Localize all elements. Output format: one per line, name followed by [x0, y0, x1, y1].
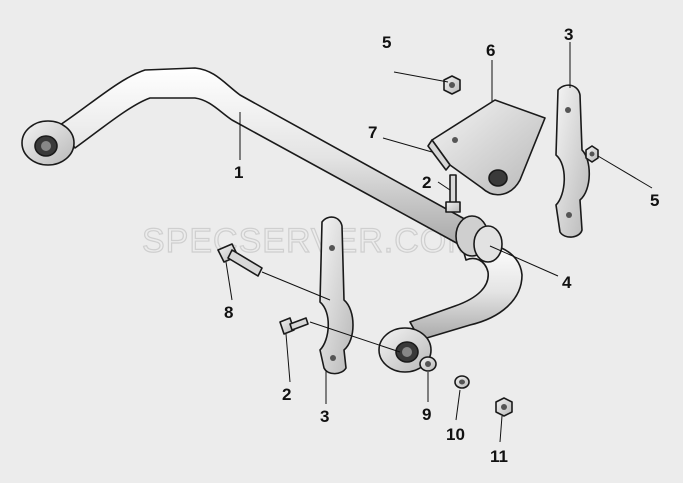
nut-upper: [443, 75, 461, 95]
callout-10: 10: [446, 425, 465, 444]
callout-8: 8: [224, 303, 233, 322]
watermark-text: SPECSERVER.COM: [142, 222, 477, 260]
callout-2-lower: 2: [282, 385, 291, 404]
nut-lower: [495, 397, 513, 417]
callout-7: 7: [368, 123, 377, 142]
callout-6: 6: [486, 41, 495, 60]
callout-5-right: 5: [650, 191, 659, 210]
callout-labels: 1 2 2 3 3 4 5 5 6 7 8 9 10 11: [224, 25, 659, 466]
bolt-lower: [279, 317, 309, 335]
long-bolt: [217, 243, 263, 277]
stabilizer-bar: [21, 67, 523, 373]
clamp-upper-right: [555, 84, 591, 238]
mounting-bracket: [427, 99, 546, 196]
callout-5-upper: 5: [382, 33, 391, 52]
washer-flat: [419, 356, 437, 372]
callout-2-upper: 2: [422, 173, 431, 192]
clamp-lower-left: [319, 216, 354, 375]
leader-lines: [225, 42, 653, 443]
callout-3-lower: 3: [320, 407, 329, 426]
callout-4: 4: [562, 273, 572, 292]
washer-spring: [454, 375, 470, 389]
bolt-upper: [445, 174, 461, 213]
callout-3-upper: 3: [564, 25, 573, 44]
callout-11: 11: [490, 447, 508, 466]
nut-right: [585, 145, 599, 163]
rubber-bushing: [455, 215, 503, 263]
callout-9: 9: [422, 405, 431, 424]
callout-1: 1: [234, 163, 243, 182]
